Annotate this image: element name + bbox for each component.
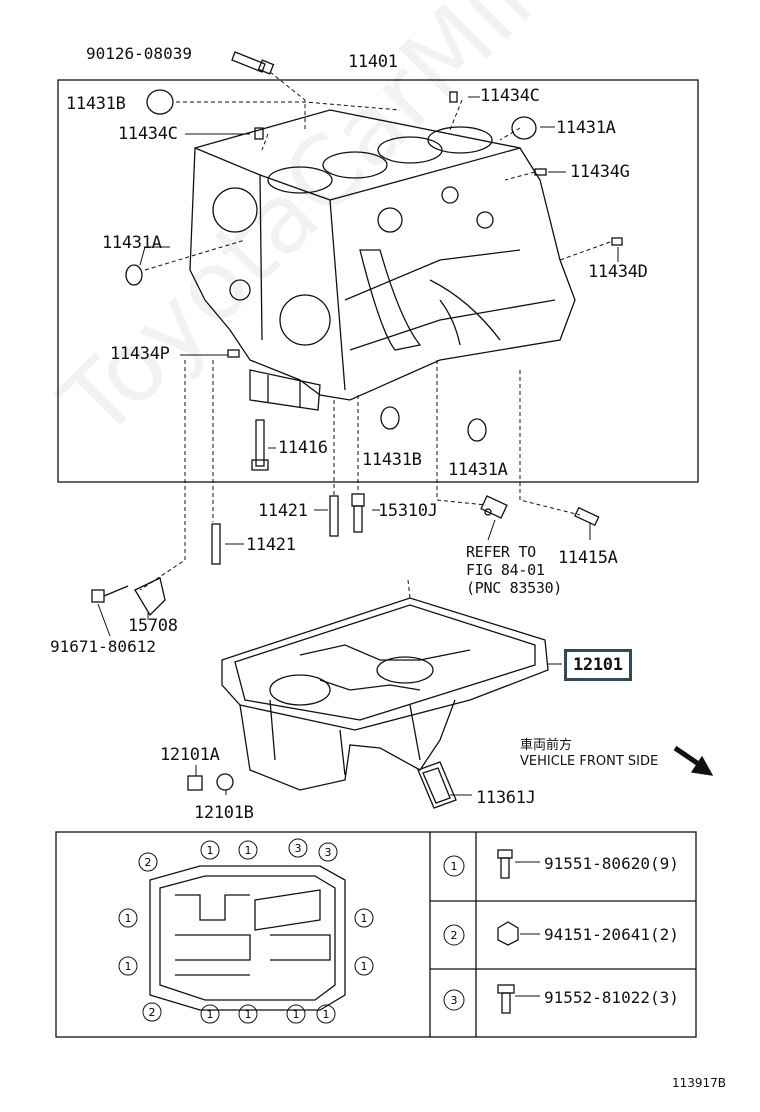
marker-1: 1	[207, 1008, 214, 1021]
cylinder-block-drawing	[189, 109, 576, 411]
label-91671[interactable]: 91671-80612	[50, 637, 156, 656]
label-12101-highlighted[interactable]: 12101	[564, 649, 632, 681]
label-11421-b[interactable]: 11421	[246, 535, 296, 555]
pin-11434p	[227, 349, 240, 358]
bracket-15708	[134, 577, 166, 617]
label-11434p[interactable]: 11434P	[110, 344, 170, 364]
plug-11431a-right	[511, 116, 537, 140]
marker-1: 1	[207, 844, 214, 857]
label-11434c-left[interactable]: 11434C	[118, 124, 178, 144]
vehicle-front-en: VEHICLE FRONT SIDE	[520, 754, 659, 769]
marker-1: 1	[361, 912, 368, 925]
label-11416[interactable]: 11416	[278, 438, 328, 458]
vehicle-front-jp: 車両前方	[520, 738, 573, 753]
label-11401[interactable]: 11401	[348, 52, 398, 72]
stud-11421-b	[211, 523, 221, 565]
label-11361j[interactable]: 11361J	[476, 788, 536, 808]
label-11431a-right[interactable]: 11431A	[556, 118, 616, 138]
marker-1: 1	[245, 1008, 252, 1021]
label-11421-a[interactable]: 11421	[258, 501, 308, 521]
bolt-91671	[91, 585, 129, 603]
refer-line-1: REFER TO	[466, 543, 536, 561]
pin-11434c-top	[449, 91, 458, 103]
label-15708[interactable]: 15708	[128, 616, 178, 636]
marker-3: 3	[295, 842, 302, 855]
marker-1: 1	[451, 860, 458, 873]
oil-pan-drawing	[221, 597, 549, 791]
legend-part-1[interactable]: 91551-80620(9)	[544, 854, 679, 873]
plug-12101a	[187, 775, 203, 791]
label-11431b-bottom[interactable]: 11431B	[362, 450, 422, 470]
bolt-90126	[231, 51, 275, 75]
label-15310j[interactable]: 15310J	[378, 501, 438, 521]
label-11431a-left[interactable]: 11431A	[102, 233, 162, 253]
sensor-83530	[480, 495, 508, 519]
label-11434c-top[interactable]: 11434C	[480, 86, 540, 106]
label-11415a[interactable]: 11415A	[558, 548, 618, 568]
marker-1: 1	[125, 912, 132, 925]
plug-11431a-left	[125, 264, 143, 286]
gasket-12101b	[216, 773, 234, 791]
plug-11431b-top	[146, 89, 174, 115]
marker-2: 2	[145, 856, 152, 869]
plug-11431a-bottom	[467, 418, 487, 442]
front-arrow-icon	[673, 745, 702, 768]
label-90126[interactable]: 90126-08039	[86, 44, 192, 63]
marker-1: 1	[125, 960, 132, 973]
plug-11415a	[574, 506, 600, 527]
bolt-91552-icon	[497, 984, 515, 1014]
label-12101a[interactable]: 12101A	[160, 745, 220, 765]
label-11431a-bottom[interactable]: 11431A	[448, 460, 508, 480]
marker-2: 2	[451, 929, 458, 942]
legend-part-3[interactable]: 91552-81022(3)	[544, 988, 679, 1007]
pin-11434d	[611, 237, 623, 246]
marker-1: 1	[293, 1008, 300, 1021]
label-12101b[interactable]: 12101B	[194, 803, 254, 823]
refer-line-3[interactable]: (PNC 83530)	[466, 579, 563, 597]
pan-markers: 2 1 1 3 3 1 1 1 1 1 1 2 1 1 1 2 3	[118, 838, 465, 1024]
bolt-11416	[251, 419, 269, 471]
reference-code: 113917B	[671, 1076, 726, 1090]
marker-3: 3	[451, 994, 458, 1007]
pan-bolt-layout-frame	[55, 831, 697, 1038]
label-11434d[interactable]: 11434D	[588, 262, 648, 282]
marker-1: 1	[323, 1008, 330, 1021]
marker-3: 3	[325, 846, 332, 859]
bolt-91551-icon	[497, 849, 513, 879]
pan-outline-bottom-view	[149, 865, 346, 1011]
marker-1: 1	[245, 844, 252, 857]
legend-part-2[interactable]: 94151-20641(2)	[544, 925, 679, 944]
cover-11361j	[417, 761, 457, 809]
refer-line-2[interactable]: FIG 84-01	[466, 561, 545, 579]
engine-block-frame	[57, 79, 699, 483]
label-11434g[interactable]: 11434G	[570, 162, 630, 182]
nut-94151-icon	[497, 921, 519, 946]
switch-15310j	[351, 493, 365, 533]
marker-1: 1	[361, 960, 368, 973]
pin-11434c-left	[254, 127, 264, 140]
label-11431b-top[interactable]: 11431B	[66, 94, 126, 114]
plug-11431b-bottom	[380, 406, 400, 430]
stud-11421-a	[329, 495, 339, 537]
marker-2: 2	[149, 1006, 156, 1019]
